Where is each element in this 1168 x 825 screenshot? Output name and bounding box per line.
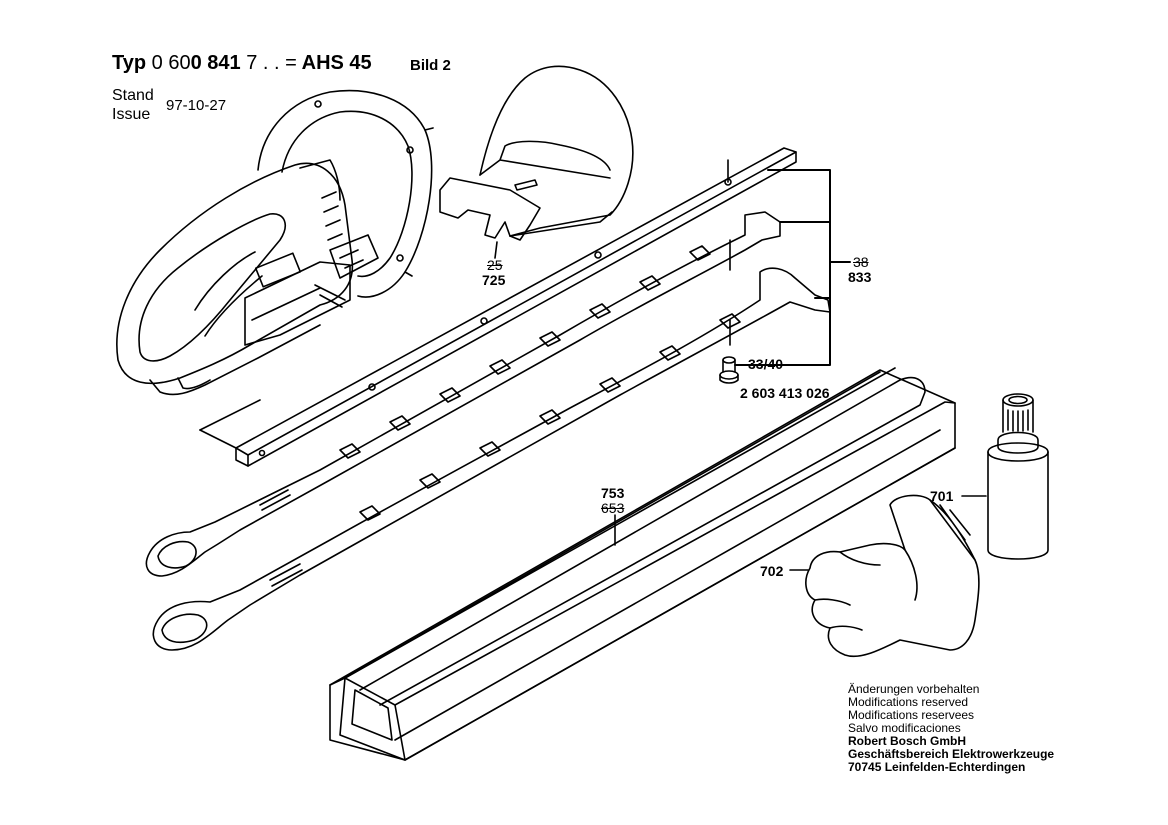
issue-date: 97-10-27 bbox=[166, 97, 227, 114]
issue-label: Issue bbox=[112, 106, 151, 123]
company-division: Geschäftsbereich Elektrowerkzeuge bbox=[848, 747, 1055, 761]
part-label-725: 725 bbox=[482, 272, 506, 288]
note-line-es: Salvo modificaciones bbox=[848, 721, 961, 735]
callout-lines bbox=[734, 169, 851, 366]
trimmer-housing bbox=[116, 89, 434, 396]
part-label-701: 701 bbox=[930, 488, 954, 504]
model-number-prefix: 0 60 bbox=[151, 52, 191, 74]
bild-label: Bild 2 bbox=[410, 57, 451, 74]
model-title: Typ 0 600 841 7 . . = AHS 45 bbox=[112, 52, 372, 75]
company-address: 70745 Leinfelden-Echterdingen bbox=[848, 760, 1026, 774]
glove-702 bbox=[789, 494, 980, 658]
guide-bar bbox=[199, 147, 797, 467]
part-label-33-40: 33/40 bbox=[748, 356, 784, 372]
model-name: AHS 45 bbox=[301, 52, 372, 74]
note-line-de: Änderungen vorbehalten bbox=[848, 682, 980, 696]
part-label-702: 702 bbox=[760, 563, 784, 579]
note-line-fr: Modifications reservees bbox=[848, 708, 975, 722]
note-line-en: Modifications reserved bbox=[848, 695, 969, 709]
screw-33-40 bbox=[719, 356, 739, 384]
company-name: Robert Bosch GmbH bbox=[848, 734, 967, 748]
part-label-753: 753 bbox=[601, 485, 625, 501]
oil-bottle-701 bbox=[961, 393, 1049, 560]
part-label-833-old: 38 bbox=[853, 254, 869, 270]
stand-label: Stand bbox=[112, 87, 154, 104]
model-number-suffix: 7 . . = bbox=[240, 52, 297, 74]
blade-sheath-753 bbox=[329, 367, 956, 761]
blade-cover-725 bbox=[439, 65, 634, 259]
part-label-833: 833 bbox=[848, 269, 872, 285]
footer-notes: Änderungen vorbehalten Modifications res… bbox=[848, 683, 1054, 774]
typ-label: Typ bbox=[112, 52, 147, 74]
lower-blade bbox=[152, 239, 831, 651]
upper-blade bbox=[145, 211, 781, 577]
part-label-725-old: 25 bbox=[487, 257, 503, 273]
model-number-bold: 0 841 bbox=[190, 52, 241, 74]
part-label-753-old: 653 bbox=[601, 500, 625, 516]
part-number-label: 2 603 413 026 bbox=[740, 385, 830, 401]
stand-issue-label: Stand Issue bbox=[112, 86, 154, 124]
